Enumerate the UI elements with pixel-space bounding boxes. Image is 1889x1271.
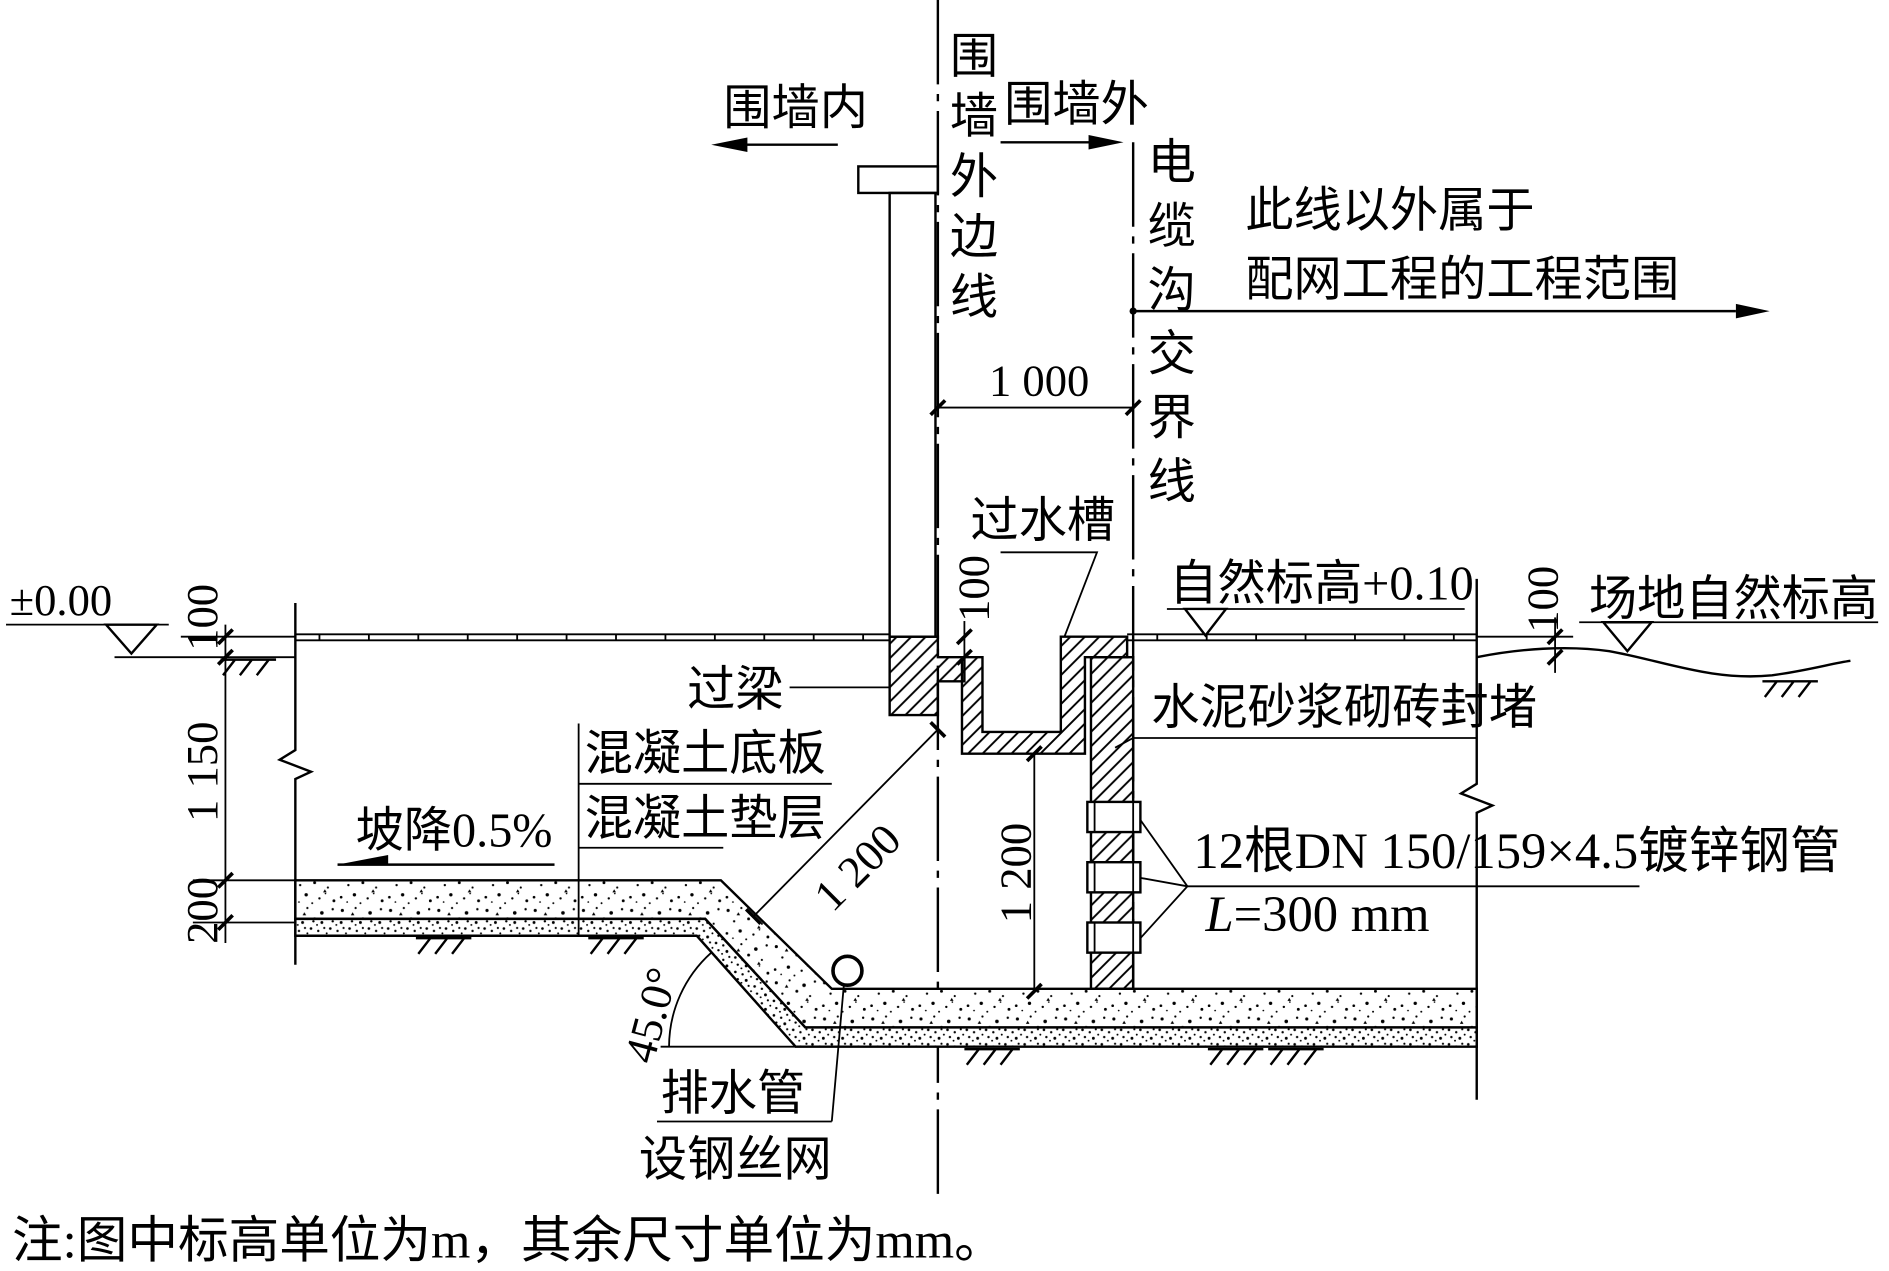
drain-pipe-label: 排水管	[661, 1067, 806, 1120]
pipe-length-symbol: L	[1204, 886, 1233, 942]
lintel-label: 过梁	[687, 663, 783, 716]
steel-pipe	[1086, 921, 1142, 954]
overflow-trough-channel	[960, 635, 1129, 755]
datum-offset-dimension: 100	[177, 584, 227, 651]
ground-hatch	[587, 936, 645, 956]
left-dimension-chain	[180, 624, 296, 943]
slope-angle-dimension: 45.0°	[614, 962, 687, 1068]
lintel-beam	[888, 635, 966, 717]
trough-depth-dimension: 100	[949, 555, 999, 622]
steel-pipe	[1086, 861, 1142, 894]
outside-wall-label: 围墙外	[1004, 79, 1149, 132]
wall-outer-edge-line-label: 围墙外边线	[950, 30, 998, 324]
pipe-length-label: L=300 mm	[1204, 886, 1429, 942]
pavement-left	[295, 633, 890, 642]
natural-elevation-symbol	[1166, 607, 1465, 638]
ground-hatch	[1266, 1047, 1325, 1066]
slope-angle-marker	[660, 951, 796, 1048]
steel-mesh-label: 设钢丝网	[639, 1134, 832, 1187]
outside-wall-arrow	[1000, 135, 1124, 150]
ground-hatch	[963, 1047, 1022, 1066]
ground-hatch	[1206, 1047, 1265, 1066]
overflow-trough-leader	[1000, 551, 1099, 638]
scope-arrow	[1129, 303, 1770, 319]
concrete-cushion-label: 混凝土垫层	[585, 792, 826, 845]
right-break-line	[1458, 578, 1496, 1100]
trench-depth-dimension: 1 200	[991, 823, 1041, 923]
slope-label: 坡降0.5%	[356, 805, 553, 858]
concrete-slab-label: 混凝土底板	[585, 727, 826, 780]
steel-pipes-label: 12根DN 150/159×4.5镀锌钢管	[1193, 823, 1840, 879]
pavement-right	[1127, 633, 1477, 642]
site-natural-elevation: 场地自然标高	[1589, 573, 1878, 626]
steel-pipe	[1086, 800, 1142, 834]
left-break-line	[276, 602, 315, 965]
natural-ground-line	[1476, 646, 1851, 678]
ground-hatch	[1761, 680, 1820, 699]
slab-thickness-dimension: 200	[177, 877, 227, 944]
brick-plug-leader	[1114, 737, 1477, 749]
diagonal-clearance-dimension-line	[744, 721, 947, 925]
boundary-wall	[888, 191, 937, 638]
scope-text-line1: 此线以外属于	[1245, 185, 1534, 238]
slab-layers-leader	[577, 723, 832, 935]
scope-text-line2: 配网工程的工程范围	[1245, 253, 1679, 306]
natural-elevation: 自然标高+0.10	[1169, 557, 1473, 610]
brick-plug-label: 水泥砂浆砌砖封堵	[1151, 682, 1537, 735]
ground-hatch	[219, 658, 278, 677]
ground-hatch	[414, 936, 473, 956]
excavation-depth-dimension: 1 150	[177, 722, 227, 822]
cable-trench-boundary-label: 电缆沟交界线	[1148, 136, 1196, 509]
trench-depth-dimension-line	[1025, 745, 1043, 1000]
site-natural-elevation-symbol	[1579, 621, 1879, 654]
wall-to-trench-dimension: 1 000	[989, 356, 1089, 406]
drain-pipe	[831, 954, 864, 988]
datum-elevation-symbol	[6, 623, 296, 659]
concrete-cushion	[294, 917, 1478, 1048]
site-offset-dimension-line	[1476, 617, 1574, 673]
slope-arrow	[337, 854, 555, 866]
datum-elevation: ±0.00	[10, 575, 113, 625]
pipe-length-value: =300 mm	[1234, 886, 1430, 942]
overflow-trough-label: 过水槽	[970, 495, 1115, 548]
steel-pipes-leader	[1139, 819, 1640, 939]
units-note: 注:图中标高单位为m，其余尺寸单位为mm。	[12, 1213, 1005, 1269]
site-offset-dimension: 100	[1517, 566, 1567, 633]
wall-cap	[857, 165, 940, 195]
inside-wall-label: 围墙内	[723, 82, 868, 135]
wall-to-trench-dimension-line	[929, 399, 1142, 417]
inside-wall-arrow	[711, 137, 838, 152]
drain-pipe-leader	[656, 985, 845, 1123]
